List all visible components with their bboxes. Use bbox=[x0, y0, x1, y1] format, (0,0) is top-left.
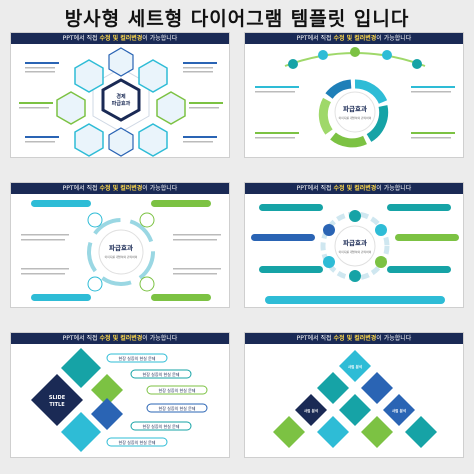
center-hexagon bbox=[101, 78, 141, 122]
gear-radial-diagram: 파급효과 이미지를 개발하여 관리하여 bbox=[251, 204, 459, 304]
svg-text:이미지를 개발하여 관리하여: 이미지를 개발하여 관리하여 bbox=[105, 255, 138, 259]
template-panel-gear: PPT에서 직접 수정 및 컬러변경이 가능합니다 파급효과 이미지를 개발하여… bbox=[244, 182, 464, 308]
template-panel-hexagon: PPT에서 직접 수정 및 컬러변경이 가능합니다 경제 파급효과 bbox=[10, 32, 230, 158]
svg-text:SLIDE: SLIDE bbox=[49, 395, 66, 401]
panel-banner: PPT에서 직접 수정 및 컬러변경이 가능합니다 bbox=[245, 333, 463, 344]
panel-banner: PPT에서 직접 수정 및 컬러변경이 가능합니다 bbox=[11, 333, 229, 344]
svg-text:현장 실증의 현실 문제: 현장 실증의 현실 문제 bbox=[119, 439, 156, 445]
svg-text:사업 분석: 사업 분석 bbox=[348, 364, 362, 369]
hexagon-radial-diagram: 경제 파급효과 bbox=[19, 47, 223, 157]
node-hexagons bbox=[56, 47, 186, 157]
template-panel-diamond-grid: PPT에서 직접 수정 및 컬러변경이 가능합니다 사업 분석 사업 분석 사업… bbox=[244, 332, 464, 458]
svg-text:파급효과: 파급효과 bbox=[343, 104, 367, 113]
svg-text:현장 실증의 현실 문제: 현장 실증의 현실 문제 bbox=[143, 371, 180, 377]
diamond-grid-diagram: 사업 분석 사업 분석 사업 분석 bbox=[273, 350, 437, 448]
svg-text:사업 분석: 사업 분석 bbox=[304, 408, 318, 413]
template-panel-cycle: PPT에서 직접 수정 및 컬러변경이 가능합니다 파급효과 이미지를 개발하여… bbox=[244, 32, 464, 158]
radial-arrows-diagram: 파급효과 이미지를 개발하여 관리하여 bbox=[21, 200, 221, 301]
svg-text:파급효과: 파급효과 bbox=[112, 100, 131, 107]
svg-text:파급효과: 파급효과 bbox=[343, 238, 367, 247]
panel-banner: PPT에서 직접 수정 및 컬러변경이 가능합니다 bbox=[245, 183, 463, 194]
svg-text:현장 실증의 현실 문제: 현장 실증의 현실 문제 bbox=[119, 355, 156, 361]
diamond-flow-diagram: SLIDE TITLE 현장 실증의 현실 문제 현장 실증의 현실 문제 현장… bbox=[31, 348, 208, 452]
template-panel-diamond-flow: PPT에서 직접 수정 및 컬러변경이 가능합니다 SLIDE TITLE 현장… bbox=[10, 332, 230, 458]
svg-text:이미지를 개발하여 관리하여: 이미지를 개발하여 관리하여 bbox=[339, 250, 372, 254]
panel-banner: PPT에서 직접 수정 및 컬러변경이 가능합니다 bbox=[11, 183, 229, 194]
svg-text:현장 실증의 현실 문제: 현장 실증의 현실 문제 bbox=[159, 387, 196, 393]
svg-text:현장 실증의 현실 문제: 현장 실증의 현실 문제 bbox=[159, 405, 196, 411]
svg-text:TITLE: TITLE bbox=[49, 402, 65, 408]
svg-text:경제: 경제 bbox=[116, 93, 126, 100]
svg-text:파급효과: 파급효과 bbox=[109, 243, 133, 252]
svg-text:이미지를 개발하여 관리하여: 이미지를 개발하여 관리하여 bbox=[339, 116, 372, 120]
template-panel-radial-arrows: PPT에서 직접 수정 및 컬러변경이 가능합니다 파급효과 이미지를 개발하여… bbox=[10, 182, 230, 308]
panel-banner: PPT에서 직접 수정 및 컬러변경이 가능합니다 bbox=[245, 33, 463, 44]
svg-text:현장 실증의 현실 문제: 현장 실증의 현실 문제 bbox=[143, 423, 180, 429]
cycle-diagram: 파급효과 이미지를 개발하여 관리하여 bbox=[255, 47, 455, 148]
page-title: 방사형 세트형 다이어그램 템플릿 입니다 bbox=[64, 8, 410, 30]
svg-text:사업 분석: 사업 분석 bbox=[392, 408, 406, 413]
panel-banner: PPT에서 직접 수정 및 컬러변경이 가능합니다 bbox=[11, 33, 229, 44]
